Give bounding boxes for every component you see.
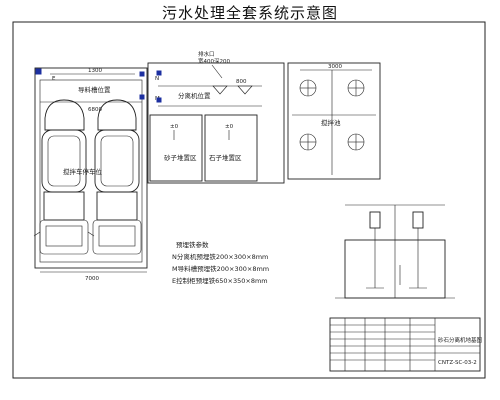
dim-6800: 6800 [88, 107, 102, 113]
dim-800: 800 [236, 79, 247, 85]
embed-mark-n-2 [156, 70, 162, 76]
embed-n: N分离机预埋铁200×300×8mm [172, 252, 268, 261]
stirrer-elevation [335, 204, 455, 299]
dim-7000: 7000 [85, 276, 99, 282]
mixer-truck-area-label: 搅拌车停车位 [63, 167, 103, 176]
embed-title: 预埋铁参数 [176, 240, 209, 249]
truck-area: 搅拌车停车位 1300 导料槽位置 6800 7000 E N M [33, 67, 160, 282]
pool-stirrer-1 [299, 79, 317, 97]
titleblock-code: CNTZ-SC-03-2 [438, 360, 477, 366]
titleblock-name: 砂石分离机地基图 [438, 336, 483, 344]
embed-mark-e [35, 68, 42, 75]
embed-m: M导料槽预埋铁200×300×8mm [172, 264, 269, 273]
separator-position-label: 分离机位置 [178, 91, 211, 100]
pos-a: ±0 [170, 124, 179, 130]
pos-b: ±0 [225, 124, 234, 130]
mixer-truck-left [33, 99, 95, 255]
mixer-truck-right [92, 99, 142, 255]
separator-area: 分离机位置 800 排水口 宽400深200 ±0 ±0 砂子堆置区 石子堆置区 [147, 50, 285, 184]
page-title: 污水处理全套系统示意图 [161, 4, 338, 22]
stir-pool-label: 搅拌池 [321, 118, 341, 127]
guide-position-label: 导料槽位置 [78, 85, 111, 94]
outlet-label-line2: 宽400深200 [198, 57, 230, 65]
embed-parameters: 预埋铁参数 N分离机预埋铁200×300×8mm M导料槽预埋铁200×300×… [172, 240, 269, 285]
letter-e: E [52, 76, 56, 82]
pool-stirrer-3 [299, 133, 317, 151]
letter-n: N [155, 76, 159, 82]
embed-e: E控制柜预埋铁650×350×8mm [172, 276, 268, 285]
pool-stirrer-2 [347, 79, 365, 97]
title-block: 砂石分离机地基图 CNTZ-SC-03-2 [329, 317, 483, 372]
dim-3000: 3000 [328, 64, 342, 70]
embed-mark-n-left [139, 71, 145, 77]
outlet-label-line1: 排水口 [198, 50, 215, 58]
drawing-border [12, 21, 486, 379]
pool-stirrer-4 [347, 133, 365, 151]
dim-1300: 1300 [88, 68, 102, 74]
stone-area-label: 石子堆置区 [209, 153, 242, 162]
embed-mark-m [156, 97, 162, 103]
stirring-pools: 3000 搅拌池 [287, 62, 381, 180]
embed-mark-n-right [139, 94, 145, 100]
sand-area-label: 砂子堆置区 [164, 153, 197, 162]
